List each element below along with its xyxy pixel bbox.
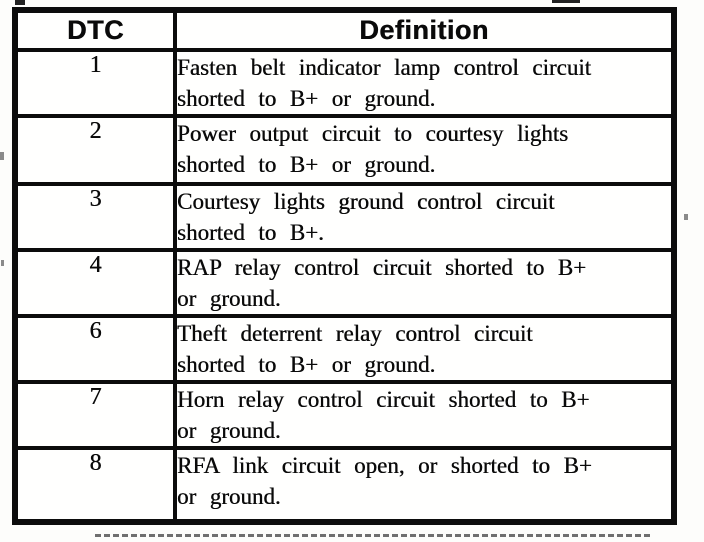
- table-row: 4 RAP relay control circuit shorted to B…: [13, 248, 676, 318]
- dtc-code-cell: 2: [13, 114, 177, 186]
- definition-cell: Courtesy lights ground control circuit s…: [173, 182, 676, 252]
- scan-noise-right-edge: [684, 214, 688, 220]
- header-cell-dtc: DTC: [13, 8, 177, 52]
- table-body: 1 Fasten belt indicator lamp control cir…: [13, 48, 676, 524]
- header-row: DTC Definition: [13, 8, 676, 52]
- definition-cell: Fasten belt indicator lamp control circu…: [173, 48, 676, 118]
- definition-cell: RFA link circuit open, or shorted to B+ …: [173, 446, 676, 524]
- definition-line-2: shorted to B+.: [177, 220, 324, 245]
- table-header: DTC Definition: [13, 8, 676, 52]
- definition-cell: Power output circuit to courtesy lights …: [173, 114, 676, 186]
- dtc-code-cell: 8: [13, 446, 177, 524]
- definition-line-2: shorted to B+ or ground.: [177, 352, 436, 377]
- definition-line-1: RFA link circuit open, or shorted to B+: [177, 453, 592, 478]
- dtc-code-cell: 4: [13, 248, 177, 318]
- table-row: 7 Horn relay control circuit shorted to …: [13, 380, 676, 450]
- scan-noise-dash-top: [552, 0, 580, 3]
- definition-line-2: or ground.: [177, 484, 281, 509]
- definition-line-1: Power output circuit to courtesy lights: [177, 121, 569, 146]
- dtc-code-cell: 6: [13, 314, 177, 384]
- definition-cell: RAP relay control circuit shorted to B+ …: [173, 248, 676, 318]
- scan-noise-bottom-dashes: [95, 534, 650, 537]
- table-row: 6 Theft deterrent relay control circuit …: [13, 314, 676, 384]
- scan-noise-left-edge-2: [1, 260, 4, 266]
- definition-line-2: shorted to B+ or ground.: [177, 86, 436, 111]
- scan-noise-left-edge-1: [0, 152, 4, 160]
- definition-cell: Horn relay control circuit shorted to B+…: [173, 380, 676, 450]
- definition-line-2: shorted to B+ or ground.: [177, 152, 436, 177]
- definition-line-1: Fasten belt indicator lamp control circu…: [177, 55, 592, 80]
- definition-line-2: or ground.: [177, 286, 281, 311]
- scan-noise-tick-top-left: [15, 0, 25, 5]
- table-row: 1 Fasten belt indicator lamp control cir…: [13, 48, 676, 118]
- definition-line-1: Theft deterrent relay control circuit: [177, 321, 533, 346]
- table-row: 2 Power output circuit to courtesy light…: [13, 114, 676, 186]
- dtc-code-cell: 7: [13, 380, 177, 450]
- dtc-code-cell: 3: [13, 182, 177, 252]
- dtc-definition-table: DTC Definition 1 Fasten belt indicator l…: [12, 7, 677, 525]
- definition-line-2: or ground.: [177, 418, 281, 443]
- definition-line-1: Courtesy lights ground control circuit: [177, 189, 555, 214]
- dtc-code-cell: 1: [13, 48, 177, 118]
- table-row: 8 RFA link circuit open, or shorted to B…: [13, 446, 676, 524]
- table-row: 3 Courtesy lights ground control circuit…: [13, 182, 676, 252]
- definition-line-1: Horn relay control circuit shorted to B+: [177, 387, 590, 412]
- header-cell-definition: Definition: [173, 8, 676, 52]
- definition-cell: Theft deterrent relay control circuit sh…: [173, 314, 676, 384]
- definition-line-1: RAP relay control circuit shorted to B+: [177, 255, 587, 280]
